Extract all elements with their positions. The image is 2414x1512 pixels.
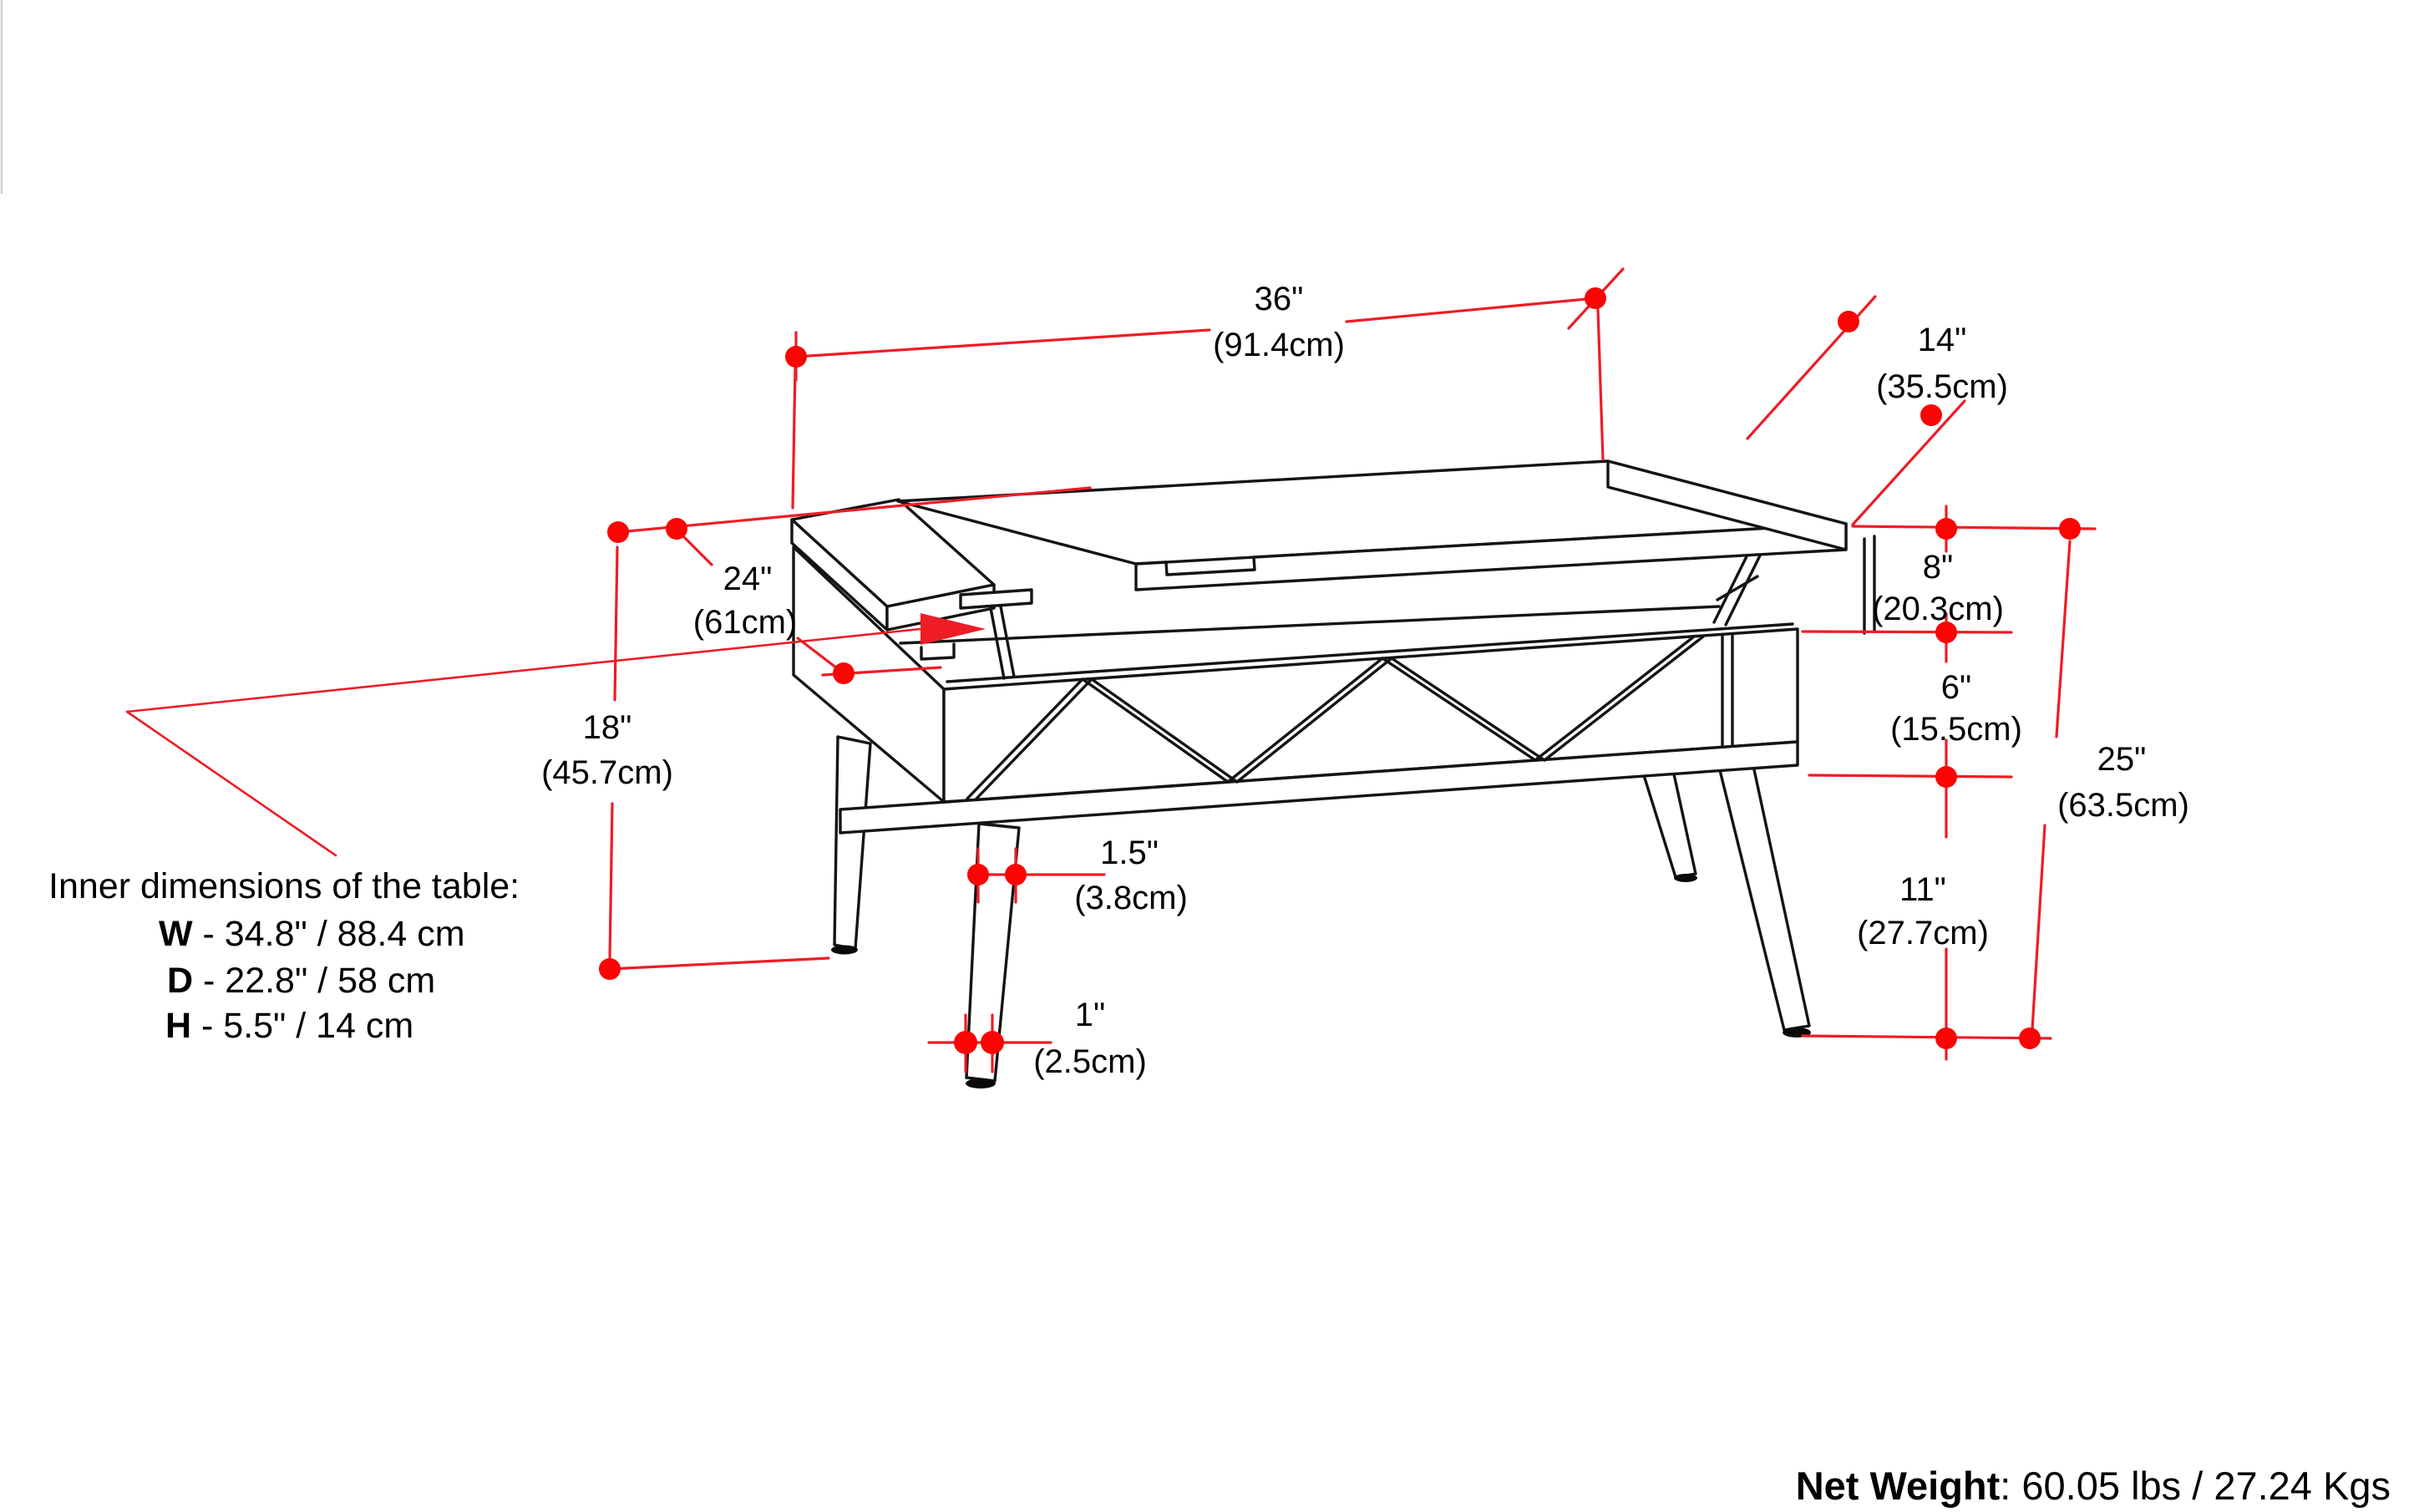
coffee-table-line-art (790, 459, 1876, 1088)
inner-dimension-depth: D - 22.8" / 58 cm (167, 961, 435, 1001)
dimension-point (785, 346, 807, 368)
dim-18-lines (599, 545, 830, 980)
dimension-point (967, 864, 989, 885)
dim-61cm-lines (796, 637, 942, 684)
dimension-point (1585, 287, 1606, 309)
dim-25-metric-label: (63.5cm) (2057, 787, 2189, 824)
inner-dimension-width: W - 34.8" / 88.4 cm (159, 914, 465, 954)
front-panel-zigzag-pattern (966, 632, 1734, 800)
dim-1-5-lines (967, 847, 1106, 904)
net-weight: Net Weight: 60.05 lbs / 27.24 Kgs (1796, 1464, 2391, 1508)
dimension-point (1920, 404, 1942, 426)
dimension-point (2059, 518, 2081, 540)
dim-14-inches-label: 14" (1918, 322, 1967, 358)
dim-1-metric-label: (2.5cm) (1033, 1043, 1147, 1080)
dim-11-metric-label: (27.7cm) (1857, 915, 1989, 951)
dimension-point (981, 1031, 1004, 1054)
table-leg-front-left (831, 735, 872, 955)
body-inner-cavity-lines (899, 605, 1794, 683)
dimension-point (1935, 622, 1957, 643)
dimension-point (1935, 518, 1957, 540)
body-bottom-board (839, 740, 1799, 835)
dimension-labels: 36" (91.4cm) 14" (35.5cm) 24" (61cm) 8" … (541, 281, 2189, 1080)
dim-36-metric-label: (91.4cm) (1213, 327, 1345, 363)
dim-36-lines (785, 267, 1625, 510)
lift-direction-arrow-icon (920, 613, 986, 645)
table-leg-back-right (1717, 760, 1811, 1038)
dim-6-metric-label: (15.5cm) (1890, 711, 2022, 748)
inner-dimension-height: H - 5.5" / 14 cm (165, 1006, 413, 1046)
dim-11-inches-label: 11" (1899, 871, 1946, 908)
lift-top-panel (896, 459, 1848, 591)
inner-dimensions-title: Inner dimensions of the table: (48, 866, 520, 906)
dimension-point (833, 662, 855, 684)
dim-right-chain-lines (1801, 505, 2097, 1061)
dim-24-inches-label: 24" (723, 561, 773, 597)
inner-dimensions-note: Inner dimensions of the table: W - 34.8"… (48, 866, 520, 1046)
table-leg-back-left (965, 822, 1021, 1088)
dim-24-metric-label: (61cm) (693, 604, 797, 641)
dim-14-lines (1746, 295, 1966, 526)
dim-1-5-metric-label: (3.8cm) (1074, 880, 1188, 916)
dim-14-metric-label: (35.5cm) (1876, 368, 2008, 405)
dim-25-inches-label: 25" (2097, 741, 2147, 778)
dim-24-lines (607, 486, 1092, 566)
dim-1-lines (927, 1013, 1052, 1073)
dimension-annotations (125, 267, 2097, 1073)
dimension-point (1935, 1027, 1957, 1049)
inner-dimensions-callout (125, 613, 986, 857)
dimension-point (666, 518, 687, 540)
dimension-point (954, 1031, 977, 1054)
dim-8-inches-label: 8" (1923, 549, 1953, 586)
dimension-point (1935, 766, 1957, 788)
dim-1-inches-label: 1" (1075, 997, 1105, 1033)
dimension-point (599, 958, 621, 980)
dim-18-metric-label: (45.7cm) (541, 754, 673, 791)
dimension-point (2019, 1027, 2041, 1049)
dim-8-metric-label: (20.3cm) (1872, 591, 2004, 627)
dim-36-inches-label: 36" (1255, 281, 1304, 317)
dim-1-5-inches-label: 1.5" (1100, 835, 1159, 871)
lift-mechanism-left (959, 588, 1033, 680)
dim-6-inches-label: 6" (1941, 669, 1971, 706)
dim-18-inches-label: 18" (583, 709, 632, 746)
dimension-point (1838, 311, 1859, 332)
dimension-point (1005, 864, 1027, 885)
dimension-point (607, 521, 629, 543)
